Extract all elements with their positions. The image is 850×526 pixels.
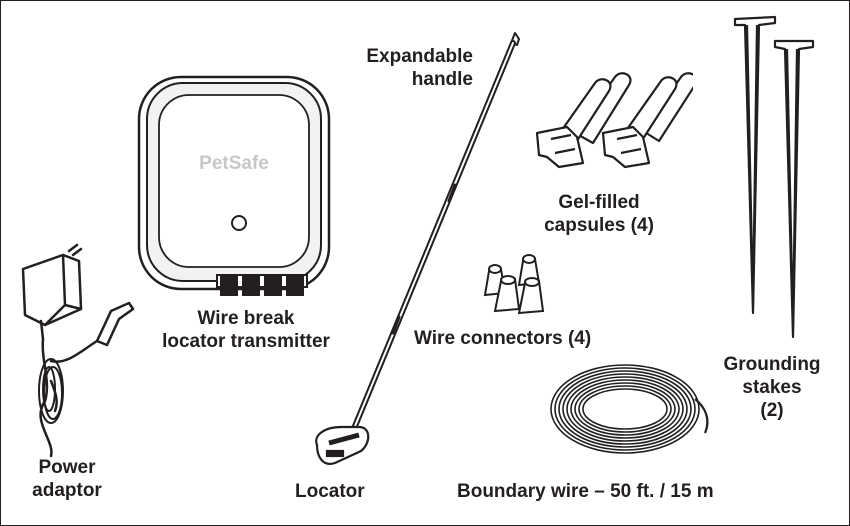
power-adaptor-label: Power adaptor	[32, 457, 102, 501]
transmitter-illustration: PetSafe	[137, 75, 331, 296]
handle-illustration	[315, 32, 520, 465]
stakes-label: Grounding stakes (2)	[723, 354, 821, 421]
brand-logo: PetSafe	[199, 153, 269, 174]
locator-label: Locator	[295, 481, 365, 502]
boundary-wire-label: Boundary wire – 50 ft. / 15 m	[457, 481, 714, 502]
capsules-illustration	[535, 72, 693, 169]
stakes-illustration	[733, 15, 815, 339]
connectors-label: Wire connectors (4)	[414, 328, 592, 349]
connectors-illustration	[483, 254, 545, 315]
handle-label: Expandable handle	[366, 46, 473, 90]
boundary-wire-illustration	[550, 364, 709, 454]
power-adaptor-illustration	[21, 243, 135, 458]
transmitter-label: Wire break locator transmitter	[162, 308, 330, 352]
capsules-label: Gel-filled capsules (4)	[544, 192, 654, 236]
